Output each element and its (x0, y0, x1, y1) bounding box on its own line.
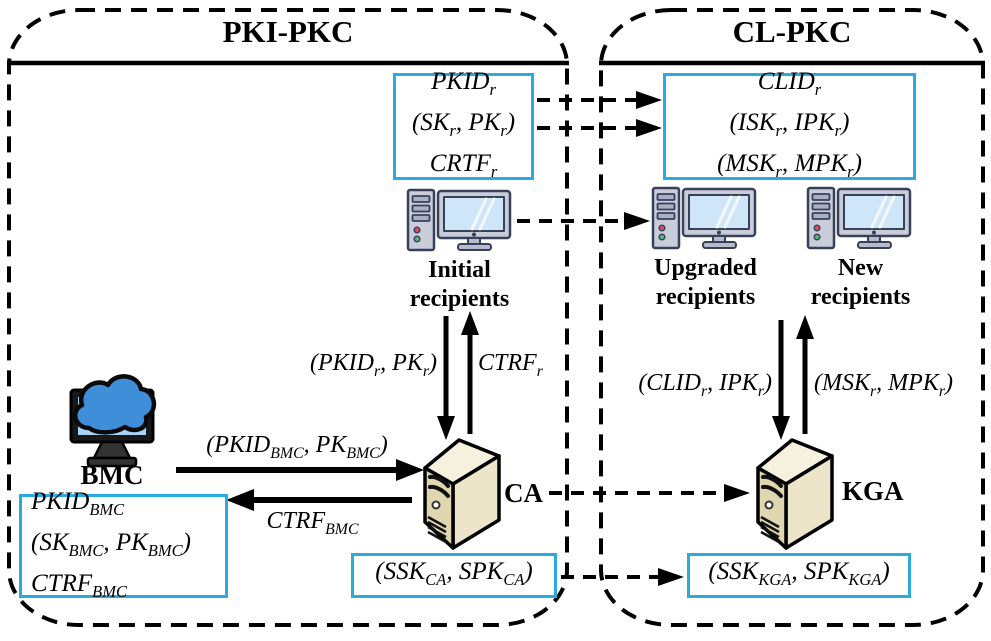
edge-label-kga-to-recipient: (MSKr, MPKr) (814, 370, 954, 400)
key-line: (SKr, PKr) (411, 109, 516, 140)
arrow-initial-to-upgraded (517, 212, 650, 230)
key-line: CTRFBMC (31, 569, 127, 601)
cl-recipient-keys-box: CLIDr (ISKr, IPKr) (MSKr, MPKr) (663, 68, 916, 181)
arrow-recipient-to-kga (772, 320, 790, 440)
key-line: PKIDr (431, 68, 496, 99)
pki-recipient-keys-box: PKIDr (SKr, PKr) CRTFr (393, 68, 534, 181)
panel-title-pki: PKI-PKC (222, 14, 354, 49)
upgraded-recipients-label: Upgraded recipients (654, 255, 757, 311)
ca-label: CA (504, 478, 543, 508)
edge-label-recipient-to-kga: (CLIDr, IPKr) (638, 370, 772, 400)
desktop-computer-icon (406, 188, 512, 252)
ca-keys-box: (SSKCA, SPKCA) (351, 553, 557, 598)
arrow-sk-to-isk (537, 119, 662, 137)
edge-label-ca-to-recipient: CTRFr (478, 350, 543, 380)
key-line: (SSKCA, SPKCA) (375, 557, 533, 589)
arrow-ca-to-kga (549, 484, 750, 502)
bmc-label: BMC (80, 460, 144, 490)
initial-recipients-label: Initial recipients (409, 257, 510, 313)
kga-keys-box: (SSKKGA, SPKKGA) (687, 553, 911, 598)
arrow-sskca-to-sskkga (561, 568, 684, 586)
server-tower-icon (756, 438, 834, 550)
bmc-keys-box: PKIDBMC (SKBMC, PKBMC) CTRFBMC (19, 488, 228, 601)
new-recipients-label: New recipients (810, 255, 911, 311)
key-line: (ISKr, IPKr) (729, 109, 850, 140)
key-line: CRTFr (429, 150, 498, 181)
edge-label-recipient-to-ca: (PKIDr, PKr) (310, 350, 437, 380)
arrow-ca-to-recipient (461, 311, 479, 434)
arrow-pkid-to-clid (537, 91, 662, 109)
key-line: (SKBMC, PKBMC) (31, 528, 191, 560)
cloud-monitor-icon (69, 374, 157, 468)
arrow-recipient-to-ca (437, 316, 455, 440)
key-line: (SSKKGA, SPKKGA) (708, 557, 890, 589)
key-line: (MSKr, MPKr) (717, 150, 862, 181)
server-tower-icon (423, 438, 501, 550)
edge-label-ca-to-bmc: CTRFBMC (266, 508, 359, 538)
desktop-computer-icon (806, 186, 912, 250)
kga-label: KGA (842, 476, 904, 506)
key-line: CLIDr (757, 68, 822, 99)
panel-title-cl: CL-PKC (732, 14, 852, 49)
arrow-kga-to-recipient (796, 315, 814, 434)
desktop-computer-icon (651, 186, 757, 250)
edge-label-bmc-to-ca: (PKIDBMC, PKBMC) (206, 432, 388, 462)
